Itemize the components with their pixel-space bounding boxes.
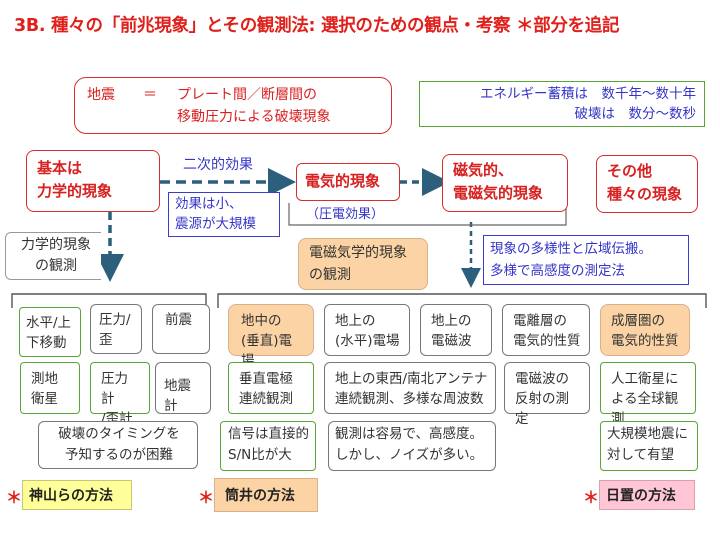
pressure-meter-box: 圧力計 /歪計 [90,362,150,427]
energy-line1: エネルギー蓄積は 数千年～数十年 [480,86,696,102]
hioki-method-box: 日置の方法 [599,480,695,510]
tsutsui-method-label: 筒井の方法 [225,488,295,504]
underground-field-box: 地中の (垂直)電場 [228,304,314,369]
em-obs-box: 電磁気学的現象 の観測 [298,238,428,290]
geodetic-satellite-label: 測地 衛星 [31,371,58,407]
signal-note-text: 信号は直接的 S/N比が大 [228,426,309,463]
mechanical-phenomena-box: 基本は 力学的現象 [26,150,160,212]
surface-emwave-box: 地上の 電磁波 [420,304,492,356]
horizontal-vertical-move-label: 水平/上 下移動 [26,315,72,351]
energy-box: エネルギー蓄積は 数千年～数十年 破壊は 数分～数秒 [419,81,705,127]
pressure-strain-box: 圧力/ 歪 [90,304,142,354]
promising-note-box: 大規模地震に 対して有望 [600,421,698,471]
geodetic-satellite-box: 測地 衛星 [20,362,80,414]
antenna-label: 地上の東西/南北アンテナ 連続観測、多様な周波数 [335,371,488,407]
mech-obs-bracket [11,293,207,308]
signal-note-box: 信号は直接的 S/N比が大 [220,421,316,471]
diversity-note-box: 現象の多様性と広域伝搬。 多様で高感度の測定法 [483,235,689,285]
reflection-box: 電磁波の 反射の測定 [504,362,590,427]
vertical-electrode-box: 垂直電極 連続観測 [228,362,314,414]
pressure-strain-label: 圧力/ 歪 [99,312,131,348]
quake-definition-box: 地震 ＝ プレート間／断層間の 移動圧力による破壊現象 [74,77,392,134]
foreshock-label: 前震 [165,312,192,328]
magnetic-phenomena-label: 磁気的、 電磁気的現象 [453,161,544,202]
em-bracket [288,203,567,226]
stratosphere-box: 成層圏の 電気的性質 [600,304,690,356]
timing-note-text: 破壊のタイミングを 予知するのが困難 [58,426,180,463]
tsutsui-method-box: 筒井の方法 [214,478,318,512]
secondary-effect-label: 二次的効果 [183,157,253,173]
star-mark-kamiyama: ＊ [6,488,23,507]
promising-note-text: 大規模地震に 対して有望 [607,426,688,463]
antenna-box: 地上の東西/南北アンテナ 連続観測、多様な周波数 [324,362,496,414]
em-obs-bracket [217,293,707,308]
stratosphere-label: 成層圏の 電気的性質 [611,313,679,349]
timing-note-box: 破壊のタイミングを 予知するのが困難 [38,421,198,469]
kamiyama-method-box: 神山らの方法 [22,480,132,510]
electric-phenomena-box: 電気的現象 [296,163,400,201]
electric-phenomena-label: 電気的現象 [305,172,381,190]
mech-obs-box: 力学的現象 の観測 [5,232,101,280]
magnetic-phenomena-box: 磁気的、 電磁気的現象 [442,154,568,212]
easy-note-box: 観測は容易で、高感度。 しかし、ノイズが多い。 [328,421,496,471]
foreshock-box: 前震 [152,304,210,354]
page-title: 3B. 種々の「前兆現象」とその観測法: 選択のための観点・考察 ＊部分を追記 [14,16,620,36]
star-mark-hioki: ＊ [583,488,600,507]
quake-line2: 移動圧力による破壊現象 [177,109,331,125]
horizontal-vertical-move-box: 水平/上 下移動 [19,307,81,357]
ionosphere-box: 電離層の 電気的性質 [502,304,590,356]
quake-line1: プレート間／断層間の [177,87,317,103]
seismometer-box: 地震計 [155,362,211,414]
piezo-effect-label: （圧電効果） [306,207,385,222]
seismometer-label: 地震計 [164,378,191,414]
mech-obs-label: 力学的現象 の観測 [21,237,91,274]
ionosphere-label: 電離層の 電気的性質 [513,313,581,349]
easy-note-text: 観測は容易で、高感度。 しかし、ノイズが多い。 [335,426,484,463]
effect-note-text: 効果は小、 震源が大規模 [175,196,256,232]
other-phenomena-label: その他 種々の現象 [607,162,683,203]
kamiyama-method-label: 神山らの方法 [29,488,113,504]
equals-sign: ＝ [143,87,157,103]
surface-field-box: 地上の (水平)電場 [324,304,410,356]
other-phenomena-box: その他 種々の現象 [596,155,698,213]
hioki-method-label: 日置の方法 [606,488,676,504]
diversity-note-text: 現象の多様性と広域伝搬。 多様で高感度の測定法 [490,241,652,279]
reflection-label: 電磁波の 反射の測定 [515,371,569,427]
em-obs-label: 電磁気学的現象 の観測 [309,245,407,283]
vertical-electrode-label: 垂直電極 連続観測 [239,371,293,407]
effect-note-box: 効果は小、 震源が大規模 [168,192,280,237]
energy-line2: 破壊は 数分～数秒 [574,106,697,122]
satellite-box: 人工衛星に よる全球観測 [600,362,696,427]
mechanical-phenomena-label: 基本は 力学的現象 [37,159,113,200]
star-mark-tsutsui: ＊ [198,488,215,507]
quake-label: 地震 [87,87,115,103]
surface-field-label: 地上の (水平)電場 [335,313,400,349]
surface-emwave-label: 地上の 電磁波 [431,313,472,349]
